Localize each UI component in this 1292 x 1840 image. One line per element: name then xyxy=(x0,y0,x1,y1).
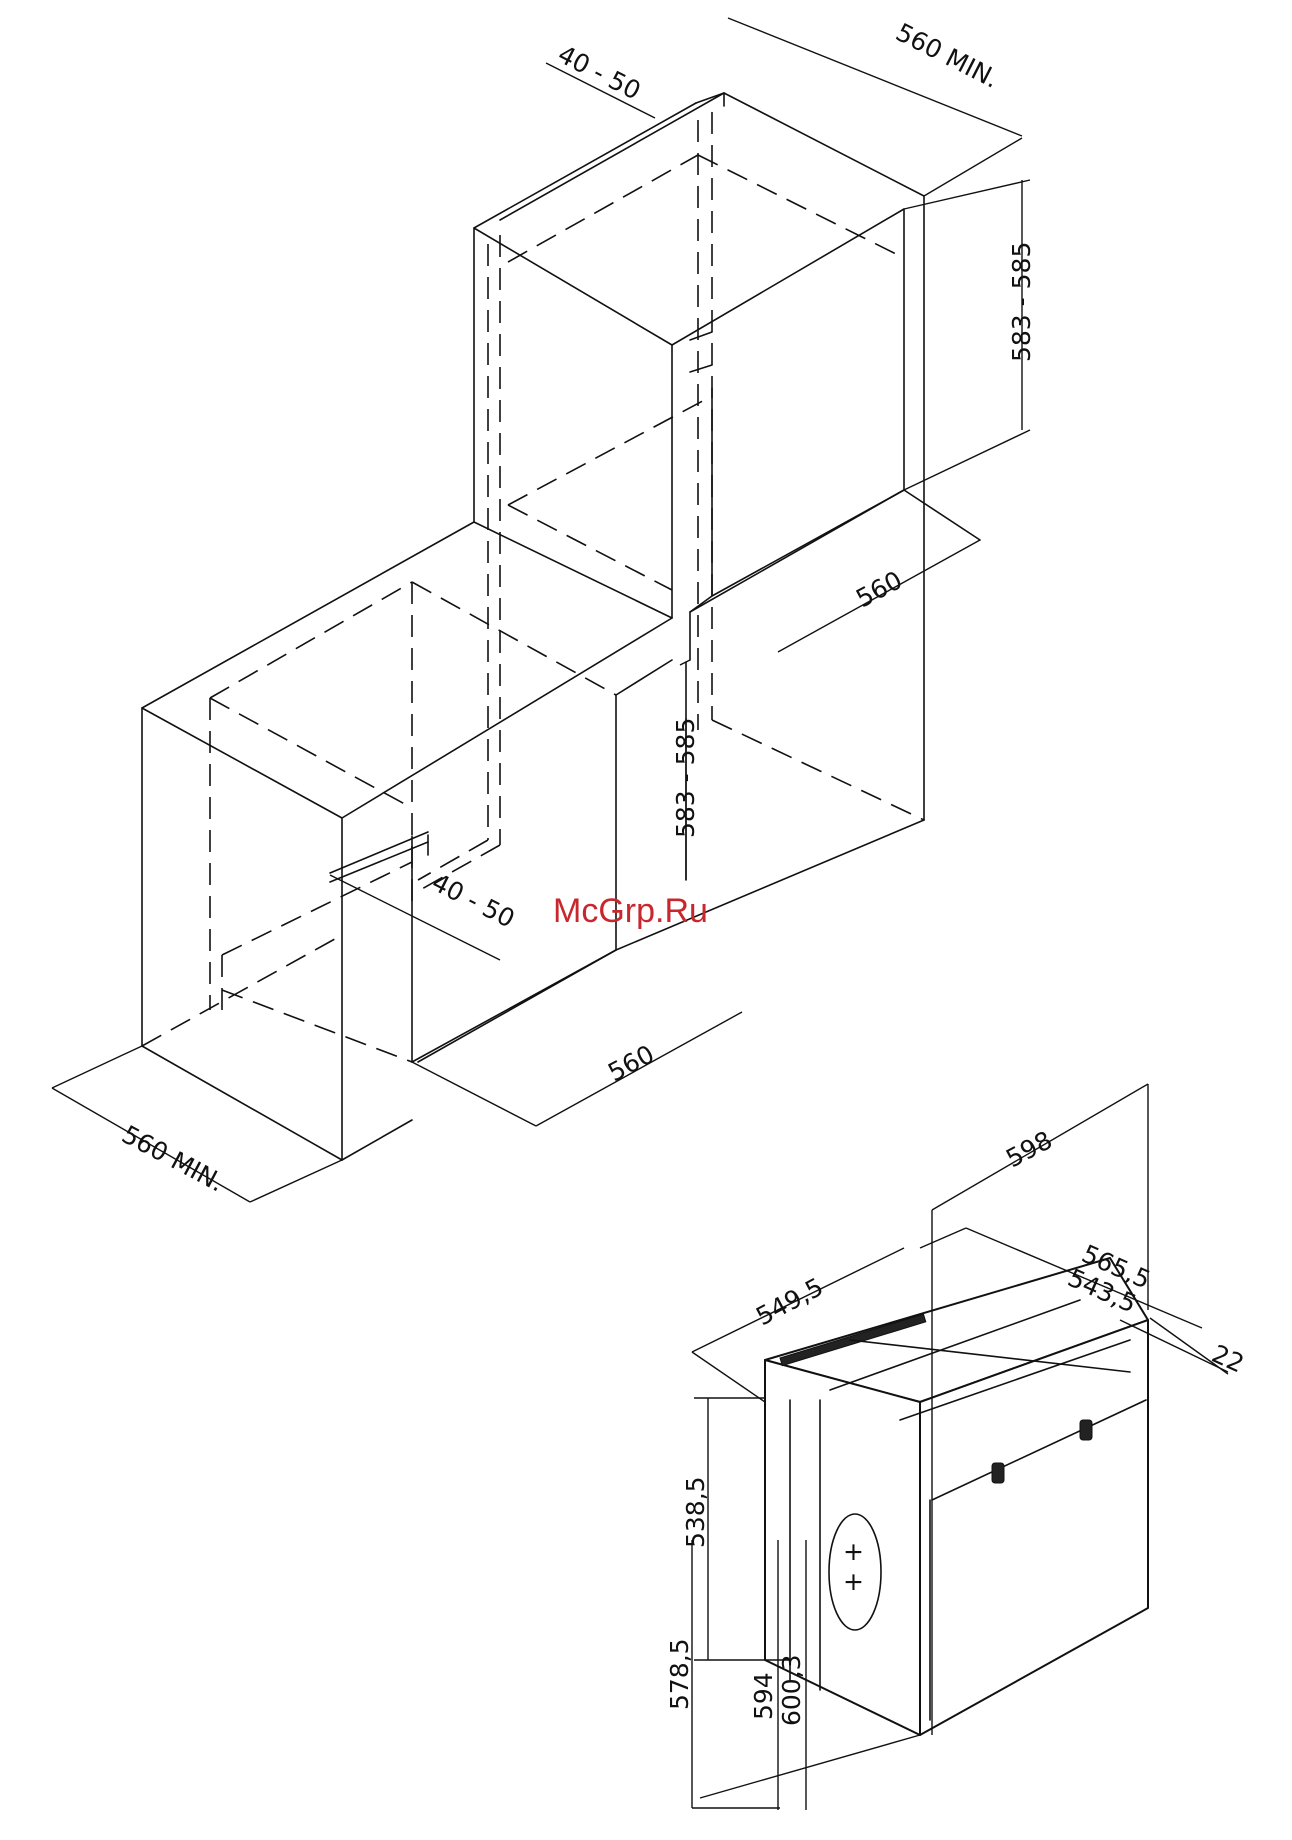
oven-body: + + xyxy=(765,1258,1148,1735)
oven-depth-label: 549,5 xyxy=(751,1272,828,1331)
lower-height-label: 583 - 585 xyxy=(671,718,700,838)
svg-text:+: + xyxy=(843,1537,864,1566)
oven-width-label: 598 xyxy=(1001,1125,1057,1173)
upper-cabinet xyxy=(142,93,980,1160)
oven-height-b-label: 600,3 xyxy=(777,1654,806,1726)
lower-gap-label: 40 - 50 xyxy=(427,868,519,934)
oven-height-a-label: 594 xyxy=(749,1672,778,1720)
watermark: McGrp.Ru xyxy=(553,892,708,930)
oven-front-height-b-label: 578,5 xyxy=(665,1638,694,1710)
upper-gap-label: 40 - 50 xyxy=(553,40,645,106)
oven-front-thickness-label: 22 xyxy=(1208,1339,1249,1378)
upper-height-label: 583 - 585 xyxy=(1007,242,1036,362)
lower-depth-label: 560 xyxy=(603,1039,659,1087)
oven-front-height-a-label: 538,5 xyxy=(681,1476,710,1548)
cabinet-dimensions xyxy=(52,18,1030,1202)
svg-text:+: + xyxy=(843,1567,864,1596)
lower-front-width-label: 560 MIN. xyxy=(117,1120,229,1198)
upper-top-depth-label: 560 MIN. xyxy=(891,18,1003,94)
